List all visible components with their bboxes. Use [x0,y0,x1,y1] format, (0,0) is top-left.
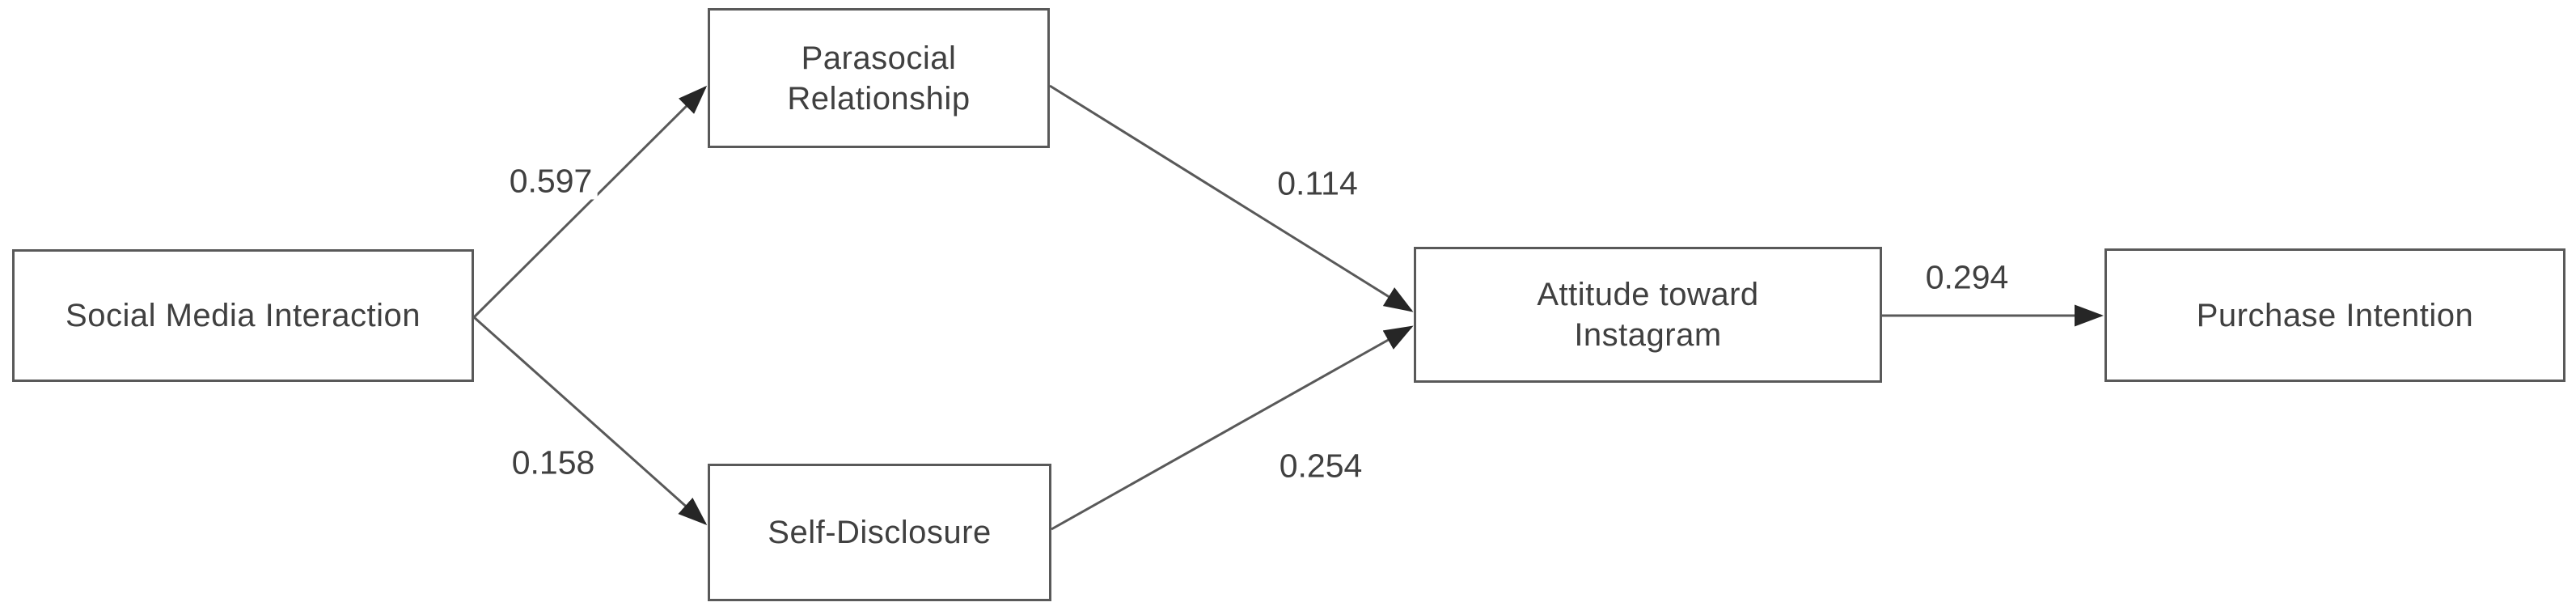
coefficient-parasocial-to-attitude: 0.114 [1272,165,1363,202]
node-attitude-toward-instagram-label: Attitude toward Instagram [1537,277,1759,353]
coefficient-attitude-to-purchase: 0.294 [1920,259,2014,296]
node-purchase-intention-label: Purchase Intention [2196,297,2474,333]
node-social-media-interaction-label: Social Media Interaction [66,298,421,333]
node-self-disclosure: Self-Disclosure [708,464,1051,601]
coefficient-smi-to-selfdisclosure: 0.158 [506,444,600,481]
node-social-media-interaction: Social Media Interaction [12,249,474,382]
coefficient-selfdisclosure-to-attitude: 0.254 [1274,447,1368,485]
edge-selfdisclosure-to-attitude-arrow [1051,325,1414,531]
node-attitude-toward-instagram: Attitude toward Instagram [1414,247,1882,383]
node-purchase-intention: Purchase Intention [2104,248,2565,382]
node-parasocial-relationship-label: Parasocial Relationship [787,40,971,117]
node-self-disclosure-label: Self-Disclosure [768,515,992,550]
edge-parasocial-to-attitude-arrow [1049,84,1414,312]
edge-smi-to-parasocial-arrow [472,85,708,319]
coefficient-smi-to-parasocial: 0.597 [504,163,598,200]
node-parasocial-relationship: Parasocial Relationship [708,8,1050,148]
edge-smi-to-selfdisclosure-arrow [473,316,708,525]
